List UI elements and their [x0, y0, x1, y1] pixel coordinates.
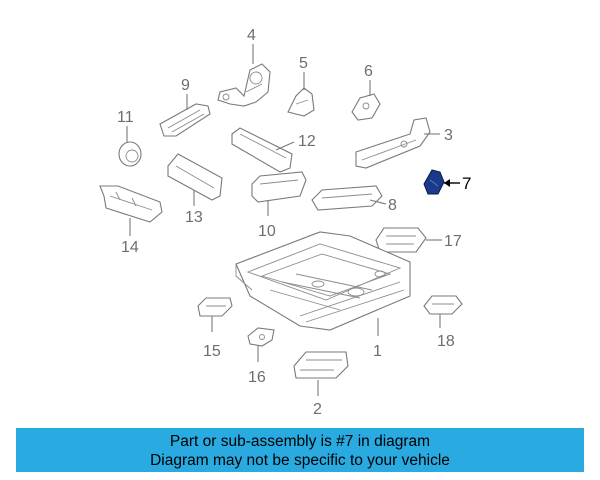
- part-10-cover: [251, 171, 307, 216]
- label-10: 10: [258, 223, 276, 240]
- part-14-bracket: [99, 185, 163, 236]
- label-3: 3: [444, 127, 453, 144]
- part-1-seat-frame: [235, 231, 411, 336]
- parts-diagram: 4 5 6 9 11 12 3: [99, 27, 471, 418]
- label-13: 13: [185, 209, 203, 226]
- label-16: 16: [248, 369, 266, 386]
- label-6: 6: [364, 63, 373, 80]
- label-14: 14: [121, 239, 139, 256]
- banner-line-2: Diagram may not be specific to your vehi…: [150, 452, 450, 469]
- label-17: 17: [444, 233, 462, 250]
- label-18: 18: [437, 333, 455, 350]
- part-18-bracket: [423, 295, 463, 328]
- part-12-panel: [231, 127, 295, 173]
- part-15-bracket: [197, 297, 233, 332]
- label-2: 2: [313, 401, 322, 418]
- label-1: 1: [373, 343, 382, 360]
- part-11-knob: [118, 126, 142, 167]
- part-17-cover: [375, 227, 442, 253]
- label-4: 4: [247, 27, 256, 44]
- info-banner: Part or sub-assembly is #7 in diagram Di…: [16, 428, 584, 472]
- part-3-side-trim: [355, 117, 440, 169]
- banner-line-1: Part or sub-assembly is #7 in diagram: [169, 433, 431, 450]
- label-9: 9: [181, 77, 190, 94]
- part-4-hinge-bracket: [217, 44, 271, 107]
- part-9-rail-cover: [159, 94, 211, 137]
- label-5: 5: [299, 55, 308, 72]
- label-8: 8: [388, 197, 397, 214]
- part-8-trim: [311, 185, 387, 211]
- label-15: 15: [203, 343, 221, 360]
- part-13-trim-panel: [167, 153, 223, 206]
- part-2-control-module: [293, 351, 349, 396]
- label-12: 12: [298, 133, 316, 150]
- label-11: 11: [117, 109, 134, 126]
- part-7-highlighted: [423, 169, 460, 195]
- label-7: 7: [462, 174, 471, 193]
- part-16-clip: [247, 327, 275, 362]
- part-6-cover: [351, 80, 381, 121]
- part-5-cover: [287, 72, 315, 117]
